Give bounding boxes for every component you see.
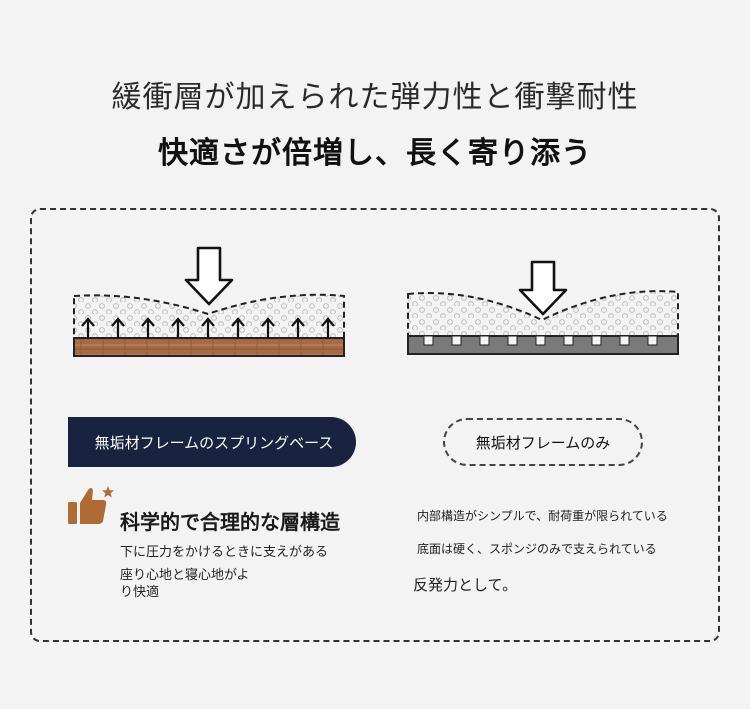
down-arrow-icon (184, 246, 234, 306)
cushion-layer (407, 290, 679, 337)
spring-base-label: 無垢材フレームのスプリングベース (68, 417, 356, 467)
down-arrow-icon (518, 260, 568, 316)
right-text-3: 反発力として。 (413, 576, 518, 594)
cushion-layer (73, 293, 345, 339)
left-text-1: 下に圧力をかけるときに支えがある (120, 545, 329, 560)
right-text-2: 底面は硬く、スポンジのみで支えられている (417, 542, 657, 556)
up-arrow-icon (81, 317, 335, 338)
wood-base (73, 337, 345, 357)
headline-secondary: 快適さが倍増し、長く寄り添う (158, 136, 592, 171)
comparison-frame (30, 208, 720, 642)
frame-only-label-text: 無垢材フレームのみ (475, 433, 611, 452)
right-text-1: 内部構造がシンプルで、耐荷重が限られている (417, 509, 668, 523)
left-text-2: 座り心地と寝心地がより快適 (120, 568, 250, 600)
left-heading: 科学的で合理的な層構造 (120, 510, 340, 534)
headline-primary: 緩衝層が加えられた弾力性と衝撃耐性 (111, 80, 639, 115)
spring-base-label-text: 無垢材フレームのスプリングベース (94, 433, 334, 452)
frame-only-label: 無垢材フレームのみ (443, 418, 643, 466)
base-slots (423, 335, 658, 346)
thumbs-up-icon (68, 486, 114, 524)
spring-base-diagram (73, 246, 345, 357)
frame-only-diagram (407, 260, 679, 355)
